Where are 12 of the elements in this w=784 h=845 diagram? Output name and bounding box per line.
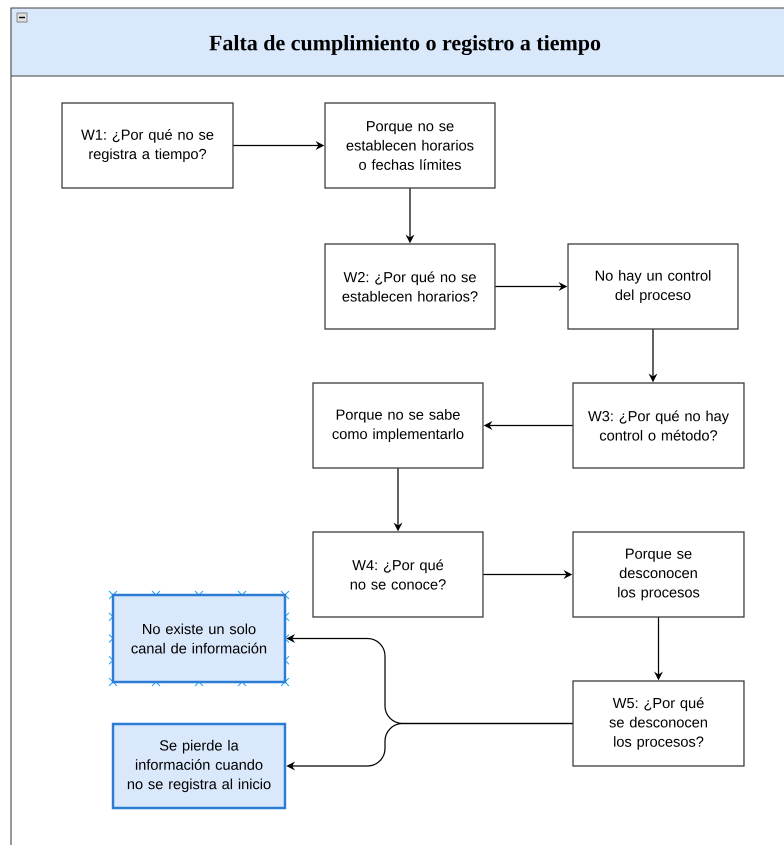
title-bar: Falta de cumplimiento o registro a tiempo — [10, 7, 784, 77]
process-box: W1: ¿Por qué no se registra a tiempo? — [61, 102, 234, 189]
process-box: Porque no se establecen horarios o fechas límites — [324, 102, 496, 189]
process-box: W4: ¿Por qué no se conoce? — [312, 531, 484, 618]
process-box: W5: ¿Por qué se desconocen los procesos? — [572, 680, 745, 767]
process-box: Porque no se sabe como implementarlo — [312, 382, 484, 469]
process-box: Porque se desconocen los procesos — [572, 531, 745, 618]
process-box: No hay un control del proceso — [567, 243, 739, 330]
highlighted-box: No existe un solo canal de información — [112, 594, 286, 684]
process-box: W3: ¿Por qué no hay control o método? — [572, 382, 745, 469]
highlighted-box: Se pierde la información cuando no se registra al inicio — [112, 722, 286, 810]
process-box: W2: ¿Por qué no se establecen horarios? — [324, 243, 496, 330]
